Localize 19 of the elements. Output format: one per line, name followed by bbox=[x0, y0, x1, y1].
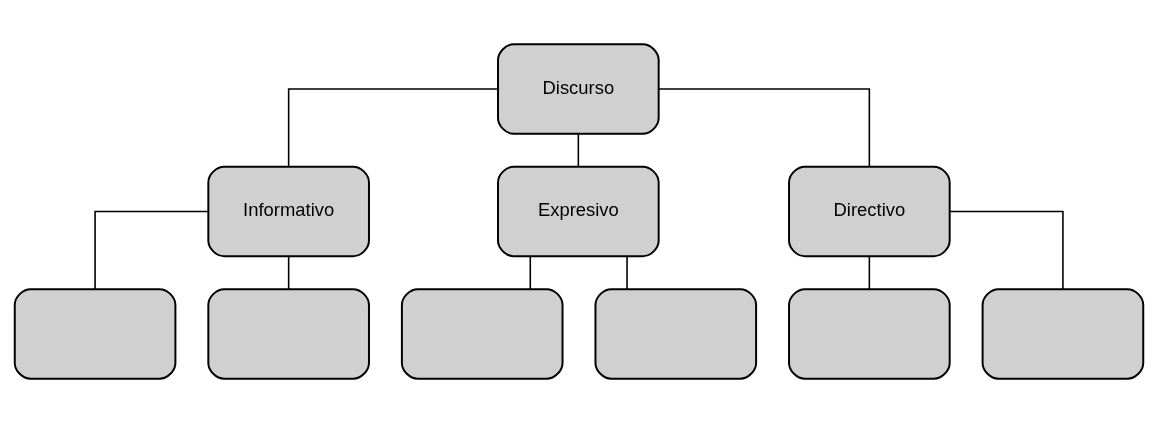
node-box: Expresivo bbox=[497, 165, 660, 258]
connector bbox=[948, 210, 1064, 290]
connector bbox=[287, 88, 499, 168]
node-box bbox=[788, 288, 951, 380]
connector bbox=[658, 88, 871, 168]
node-box bbox=[400, 288, 564, 380]
connector bbox=[577, 133, 580, 168]
connector bbox=[626, 255, 628, 290]
node-box: Discurso bbox=[497, 43, 660, 135]
connector bbox=[529, 255, 532, 290]
connector bbox=[287, 255, 290, 290]
node-box: Informativo bbox=[207, 165, 370, 258]
node-box bbox=[981, 288, 1145, 380]
node-box bbox=[13, 288, 177, 380]
connector bbox=[94, 210, 210, 290]
node-box: Directivo bbox=[788, 165, 951, 258]
node-box bbox=[594, 288, 758, 380]
connector bbox=[868, 255, 871, 290]
node-box bbox=[207, 288, 370, 380]
